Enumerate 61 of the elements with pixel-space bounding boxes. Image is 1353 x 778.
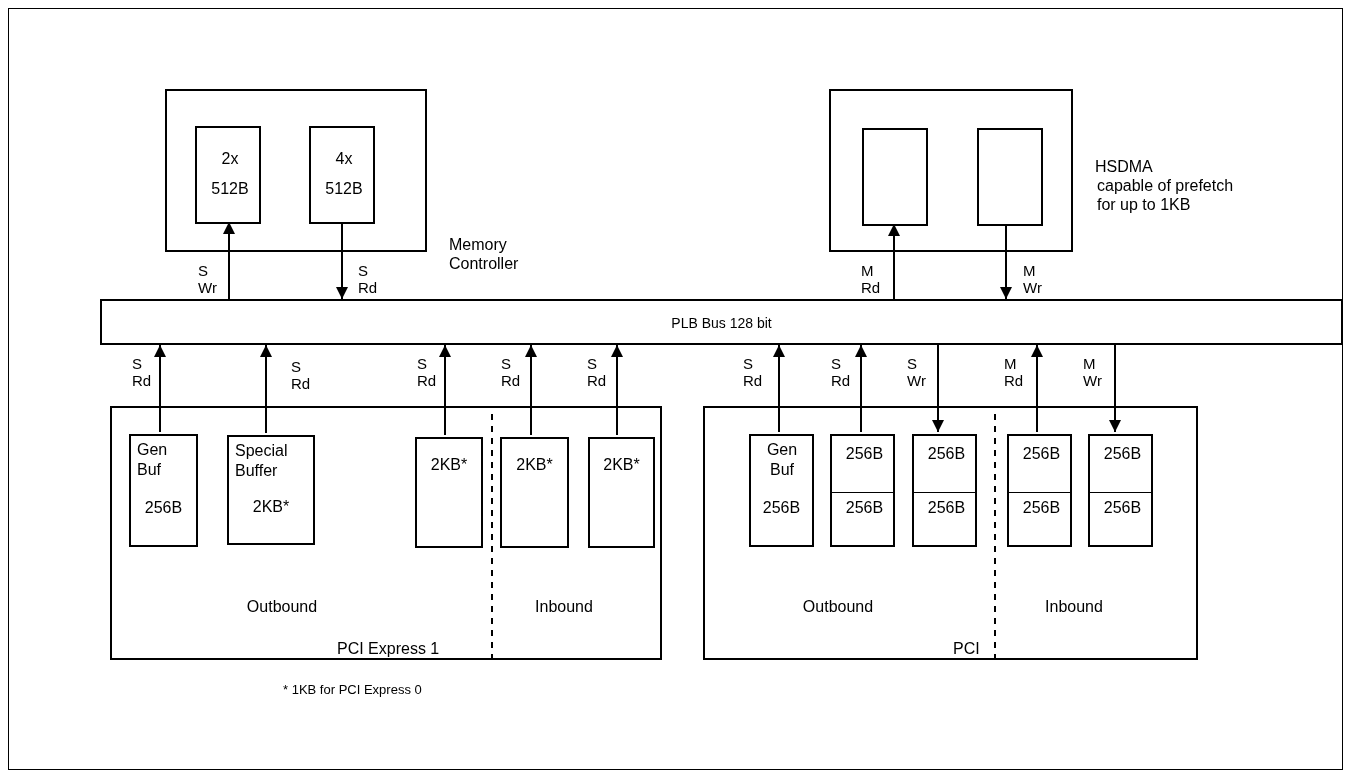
arrow xyxy=(154,344,166,433)
bus-label: PLB Bus 128 bit xyxy=(670,314,773,333)
footnote: * 1KB for PCI Express 0 xyxy=(283,682,422,697)
arrow xyxy=(1000,223,1012,300)
arrow xyxy=(773,344,785,433)
arrow xyxy=(439,344,451,436)
block-label: 256B xyxy=(761,498,802,518)
block-label: Memory Controller xyxy=(449,235,520,273)
arrow xyxy=(888,223,900,300)
block-label: 256B xyxy=(143,498,184,518)
bus-bar xyxy=(100,299,1343,345)
size-label: 256B xyxy=(844,444,885,464)
block-label: PCI Express 1 xyxy=(337,639,441,659)
size-label: 256B xyxy=(1021,498,1062,518)
block-label: PCI xyxy=(953,639,981,659)
arrow xyxy=(1031,344,1043,433)
arrow xyxy=(336,221,348,300)
arrow xyxy=(855,344,867,433)
arrow xyxy=(525,344,537,436)
size-label: 256B xyxy=(844,498,885,518)
block-label: Inbound xyxy=(534,597,594,617)
buffer-box xyxy=(830,434,895,547)
block-label: 2KB* xyxy=(602,455,641,475)
buffer-box xyxy=(309,126,375,224)
arrow xyxy=(611,344,623,436)
arrow xyxy=(1109,344,1121,433)
interface-block xyxy=(110,406,662,660)
interface-block xyxy=(703,406,1198,660)
block-label: Outbound xyxy=(801,597,875,617)
size-label: 256B xyxy=(1021,444,1062,464)
buffer-box xyxy=(912,434,977,547)
buffer-box xyxy=(588,437,655,548)
block-label: Gen Buf xyxy=(137,440,169,480)
size-label: 256B xyxy=(926,444,967,464)
arrow xyxy=(932,344,944,433)
size-label: 256B xyxy=(1102,444,1143,464)
arrow xyxy=(260,344,272,434)
block-label: HSDMA xyxy=(1095,157,1154,176)
block-label: Special Buffer xyxy=(235,441,289,481)
buffer-box xyxy=(749,434,814,547)
size-label: 256B xyxy=(1102,498,1143,518)
buffer-box xyxy=(862,128,928,226)
arrow xyxy=(223,221,235,300)
block-label: 2KB* xyxy=(251,497,291,517)
size-label: 256B xyxy=(926,498,967,518)
buffer-box xyxy=(500,437,569,548)
buffer-box xyxy=(1007,434,1072,547)
buffer-box xyxy=(227,435,315,545)
block-label: 2KB* xyxy=(515,455,554,475)
block-label: capable of prefetch for up to 1KB xyxy=(1097,176,1235,214)
block-label: Outbound xyxy=(245,597,319,617)
buffer-box xyxy=(1088,434,1153,547)
buffer-box xyxy=(415,437,483,548)
block-label: 2KB* xyxy=(429,455,469,475)
buffer-box xyxy=(195,126,261,224)
block-label: Inbound xyxy=(1044,597,1104,617)
buffer-box xyxy=(977,128,1043,226)
buffer-box xyxy=(129,434,198,547)
block-label: 2x 512B xyxy=(210,149,250,199)
block-label: 4x 512B xyxy=(324,149,364,199)
block-label: Gen Buf xyxy=(765,440,799,480)
